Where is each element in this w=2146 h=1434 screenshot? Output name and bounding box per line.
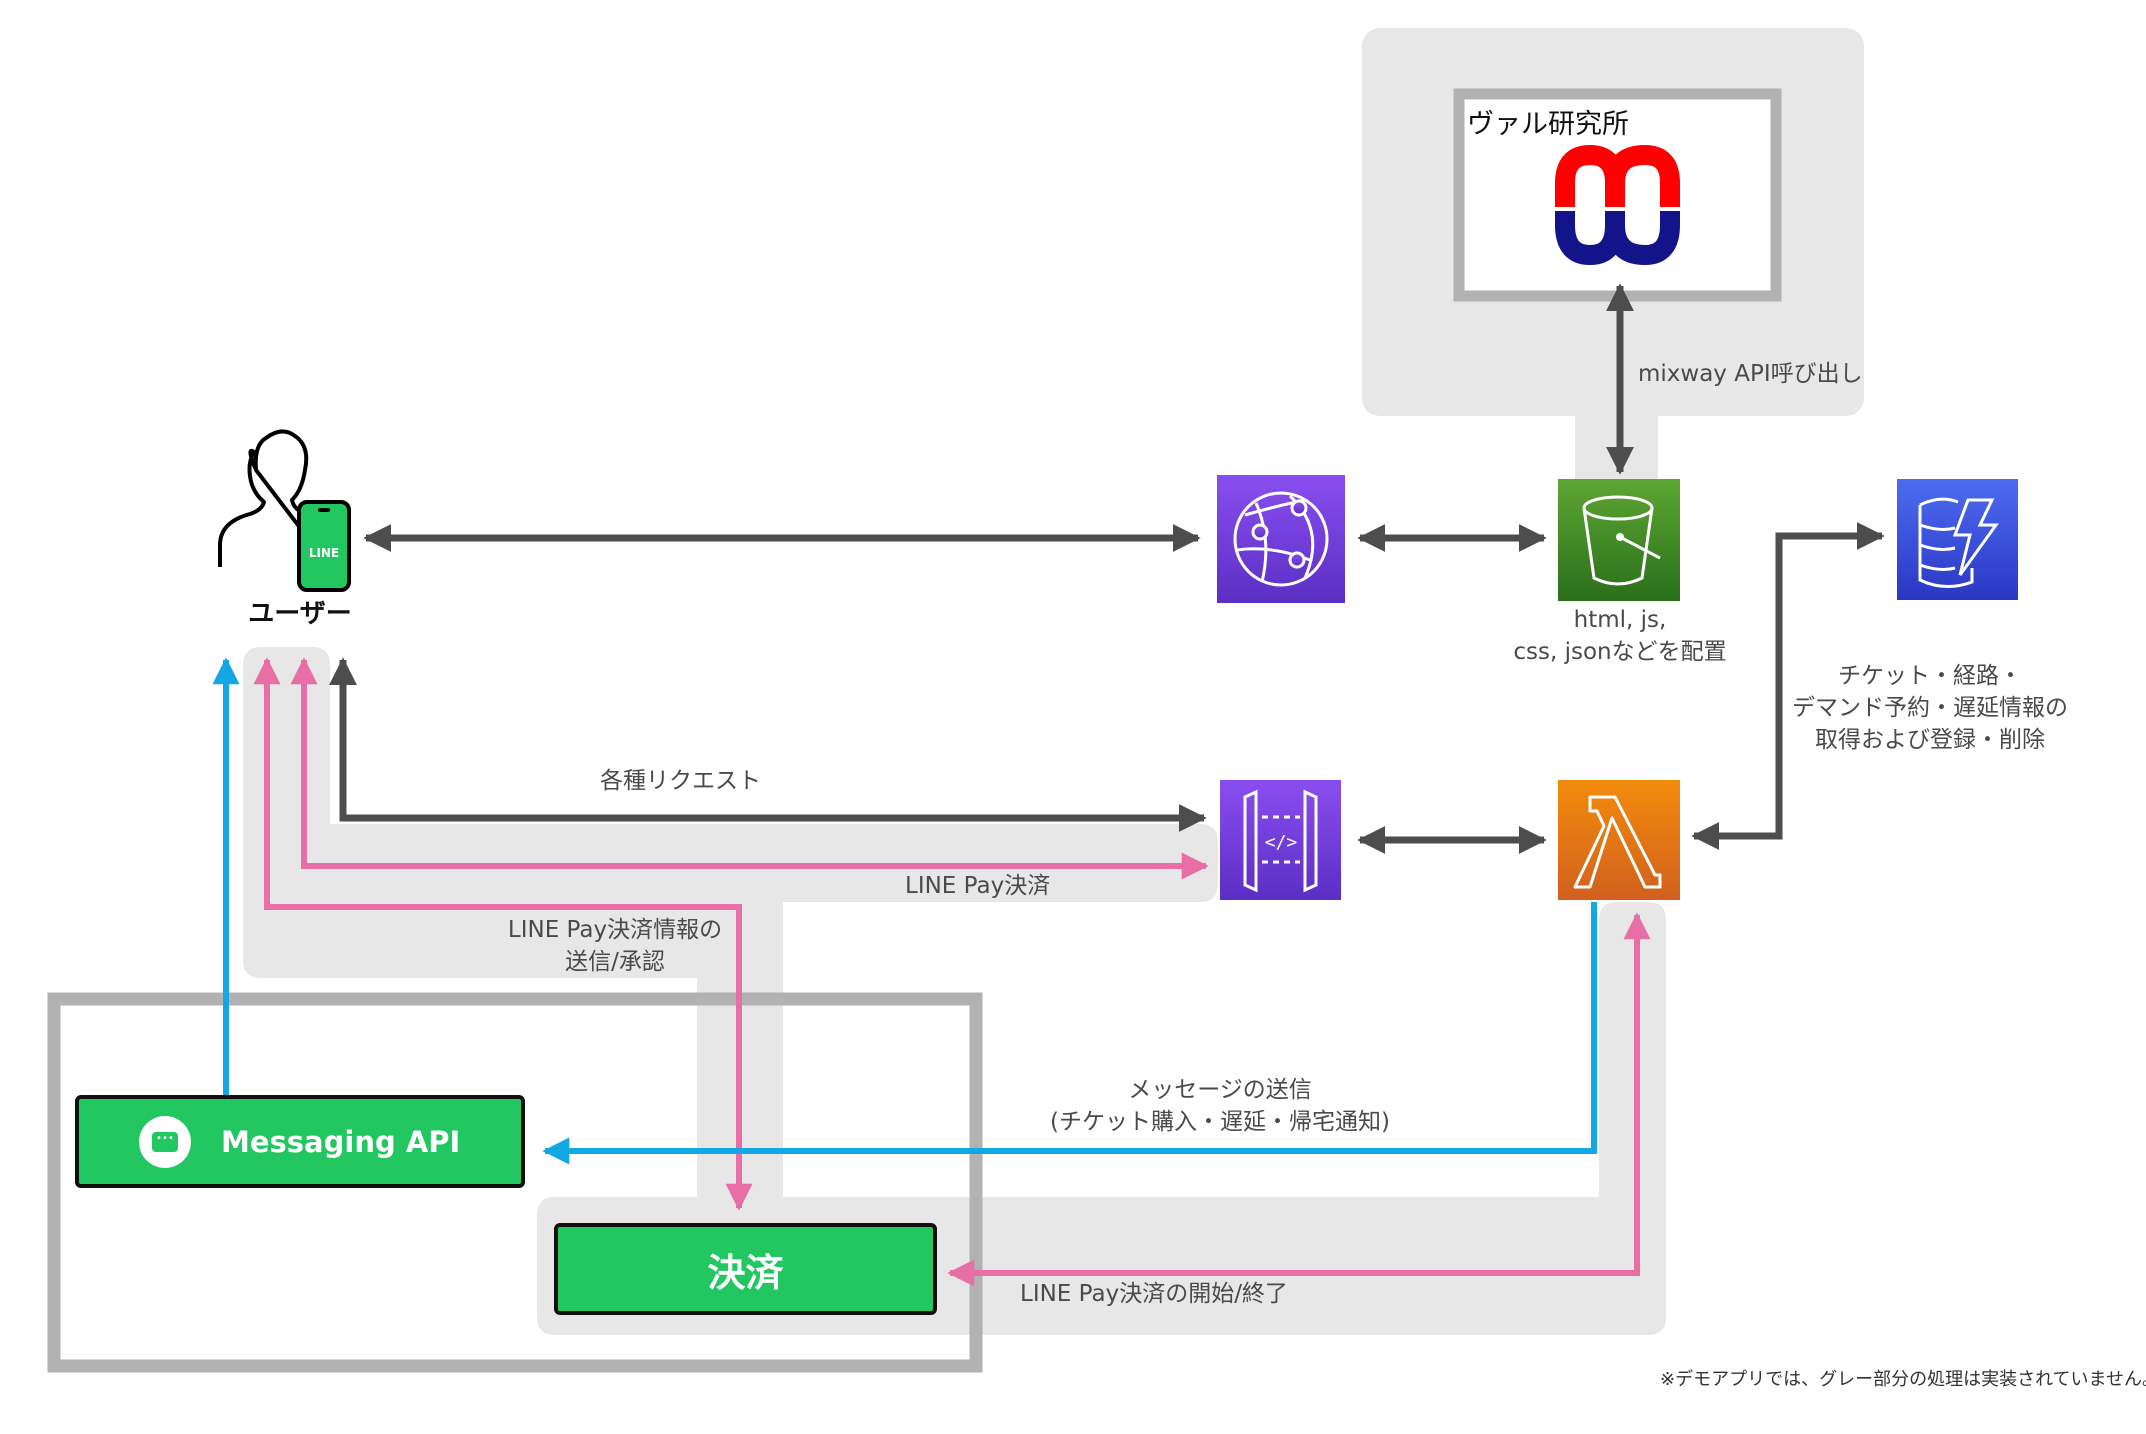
aws-api-gateway-icon[interactable]: </> xyxy=(1220,780,1341,900)
payment-label: 決済 xyxy=(707,1250,784,1295)
aws-s3-bucket-icon[interactable] xyxy=(1558,479,1680,601)
chat-bubble-icon: ••• xyxy=(139,1115,191,1168)
aws-lambda-icon[interactable] xyxy=(1558,780,1680,900)
arrow-lambda-dynamodb xyxy=(1691,522,1885,850)
svg-text:</>: </> xyxy=(1265,832,1298,853)
pink-arrows xyxy=(253,657,1651,1287)
arrow-lambda-to-messaging xyxy=(542,902,1597,1165)
footnote: ※デモアプリでは、グレー部分の処理は実装されていません。 xyxy=(1660,1369,2146,1390)
messaging-api-box[interactable]: ••• Messaging API xyxy=(75,1095,525,1188)
user-icon xyxy=(218,429,351,592)
blue-arrows xyxy=(212,657,1597,1165)
aws-dynamodb-icon[interactable] xyxy=(1897,479,2018,600)
dynamodb-caption: チケット・経路・ デマンド予約・遅延情報の 取得および登録・削除 xyxy=(1792,663,2068,753)
label-mixway-call: mixway API呼び出し xyxy=(1638,361,1863,387)
arrow-linepay-start-end xyxy=(947,912,1651,1287)
line-phone-icon xyxy=(297,500,351,592)
user-label: ユーザー xyxy=(248,599,352,629)
label-linepay-start-end: LINE Pay決済の開始/終了 xyxy=(1020,1281,1288,1307)
phone-line-badge: LINE xyxy=(308,546,340,560)
label-requests: 各種リクエスト xyxy=(600,768,761,794)
arrow-user-apigw xyxy=(329,657,1207,832)
messaging-api-label: Messaging API xyxy=(221,1124,461,1159)
label-linepay: LINE Pay決済 xyxy=(905,873,1051,899)
arrow-linepay-info xyxy=(253,657,753,1211)
payment-box[interactable]: 決済 xyxy=(554,1223,937,1315)
aws-cloudfront-icon[interactable] xyxy=(1217,475,1345,603)
external-company-name: ヴァル研究所 xyxy=(1467,109,1629,140)
label-linepay-info: LINE Pay決済情報の 送信/承認 xyxy=(507,917,723,975)
label-message-send: メッセージの送信 (チケット購入・遅延・帰宅通知) xyxy=(1050,1077,1390,1135)
mixway-logo-icon xyxy=(1555,144,1680,266)
s3-caption: html, js, css, jsonなどを配置 xyxy=(1513,607,1727,665)
